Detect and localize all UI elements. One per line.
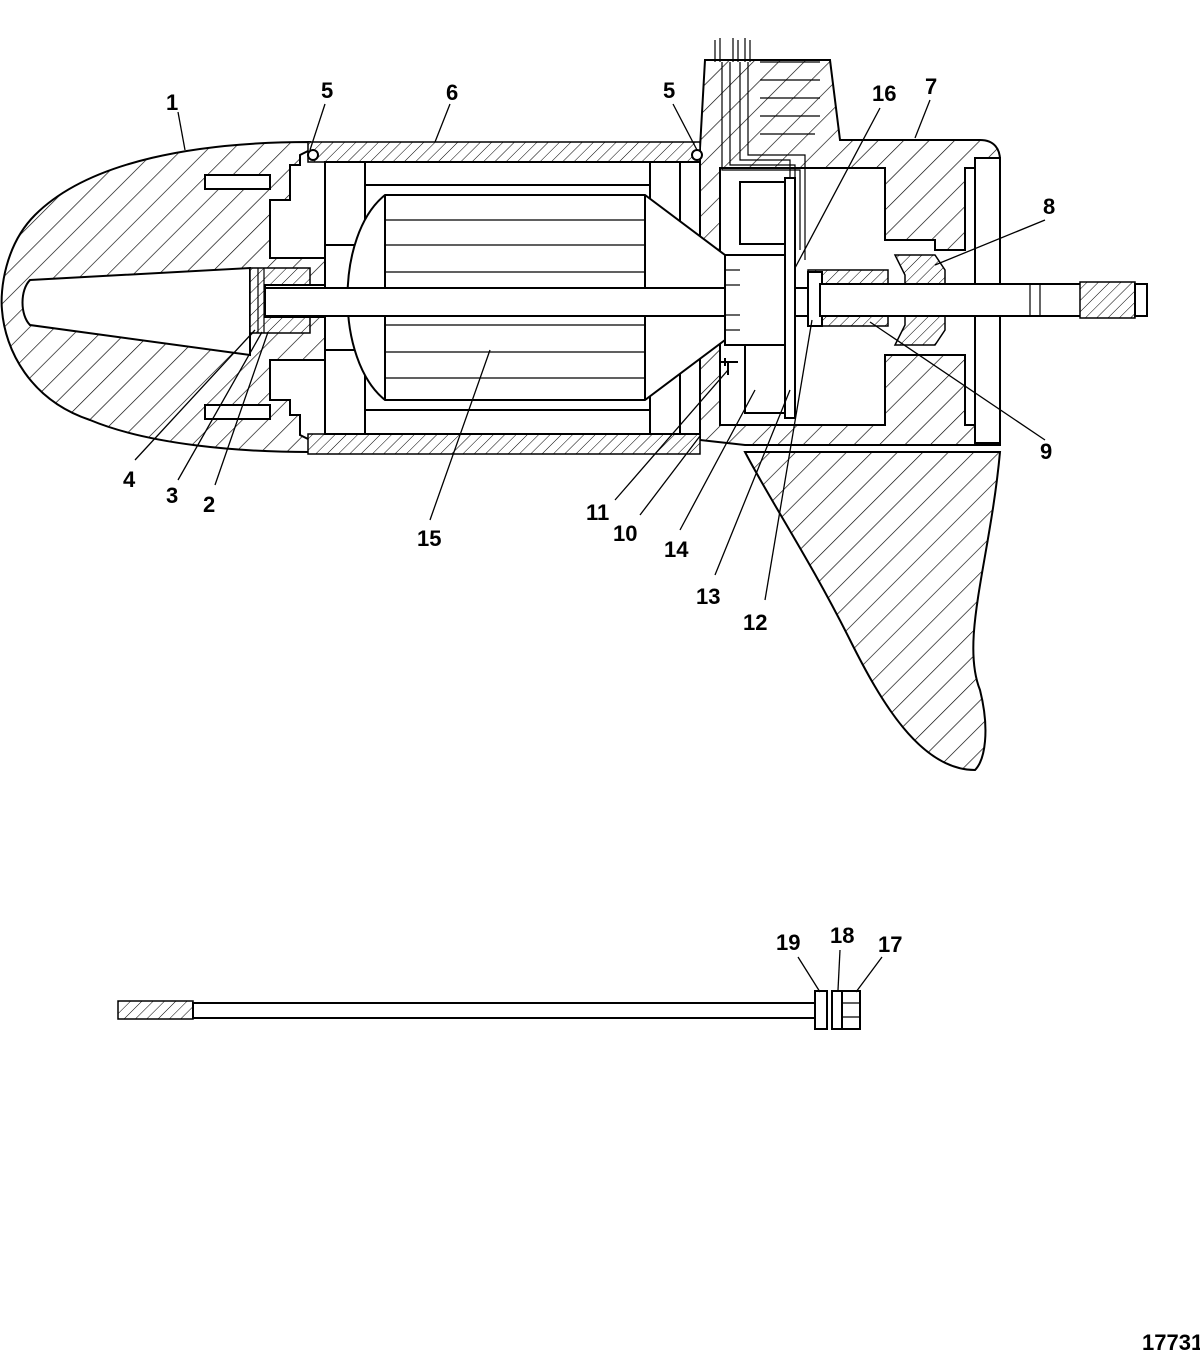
bolt-shank (192, 1002, 816, 1019)
prop-shaft-thread (1079, 281, 1136, 319)
leader-lines (134, 99, 1046, 993)
bolt-thread (117, 1000, 194, 1020)
callout-12: 12 (743, 610, 767, 635)
callout-10: 10 (613, 521, 637, 546)
callout-4: 4 (123, 467, 136, 492)
callout-5-rear: 5 (663, 78, 675, 103)
commutator (724, 254, 786, 346)
motor-housing-top (307, 141, 701, 163)
callout-11: 11 (586, 500, 609, 525)
callout-14: 14 (664, 537, 689, 562)
brush-plate (784, 177, 796, 419)
through-bolt (117, 990, 861, 1030)
washer-18 (831, 990, 843, 1030)
callout-3: 3 (166, 483, 178, 508)
callout-7: 7 (925, 74, 937, 99)
callout-1: 1 (166, 90, 178, 115)
brush-holder-bottom (744, 344, 791, 414)
locating-pin-bottom (204, 404, 271, 420)
callout-9: 9 (1040, 439, 1052, 464)
wire-bundle (714, 38, 820, 260)
callout-5-front: 5 (321, 78, 333, 103)
o-ring-rear (691, 149, 703, 161)
nose-bore (21, 266, 251, 357)
callout-13: 13 (696, 584, 720, 609)
o-ring-front (307, 149, 319, 161)
callout-18: 18 (830, 923, 854, 948)
callout-15: 15 (417, 526, 441, 551)
locating-pin-top (204, 174, 271, 190)
bolt-head-17 (841, 990, 861, 1030)
washer-19 (814, 990, 828, 1030)
callout-17: 17 (878, 932, 902, 957)
callout-8: 8 (1043, 194, 1055, 219)
prop-shaft (819, 283, 1086, 317)
callout-2: 2 (203, 492, 215, 517)
figure-id: 17731 (1142, 1330, 1200, 1355)
brush-screw (720, 358, 738, 375)
skeg-fin (743, 451, 1002, 772)
callout-16: 16 (872, 81, 896, 106)
callout-6: 6 (446, 80, 458, 105)
motor-housing-bottom (307, 433, 701, 455)
callout-19: 19 (776, 930, 800, 955)
